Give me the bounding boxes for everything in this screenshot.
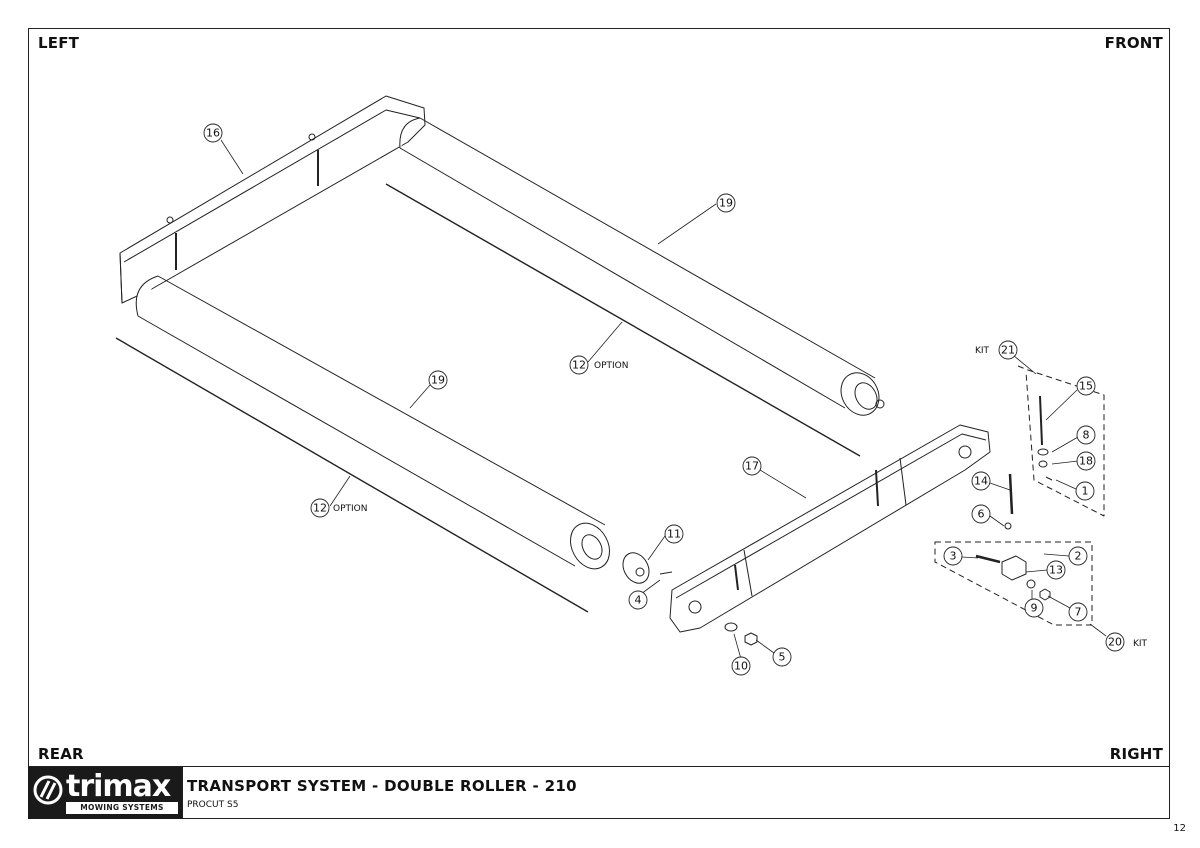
callout-5: 5 <box>772 647 792 667</box>
svg-text:13: 13 <box>1049 564 1063 577</box>
kit-21-boundary <box>1017 365 1105 517</box>
trimax-logo: trimax MOWING SYSTEMS <box>28 767 182 819</box>
svg-text:6: 6 <box>978 508 985 521</box>
svg-text:8: 8 <box>1083 429 1090 442</box>
svg-text:14: 14 <box>974 475 988 488</box>
kit-note-21: KIT <box>975 346 990 356</box>
callout-12-upper: 12 <box>569 355 589 375</box>
svg-text:12: 12 <box>313 502 327 515</box>
trimax-logo-icon <box>33 775 63 805</box>
page-number: 12 <box>1173 823 1186 834</box>
left-frame-plate <box>119 95 426 304</box>
callout-12-lower: 12 <box>310 498 330 518</box>
svg-text:12: 12 <box>572 359 586 372</box>
drawing-title: TRANSPORT SYSTEM - DOUBLE ROLLER - 210 <box>187 777 577 795</box>
callout-6: 6 <box>971 504 991 524</box>
callout-15: 15 <box>1076 376 1096 396</box>
kit-note-20: KIT <box>1133 639 1148 649</box>
callout-19-upper: 19 <box>716 193 736 213</box>
svg-text:7: 7 <box>1075 606 1082 619</box>
corner-label-left: LEFT <box>38 34 80 52</box>
callout-18: 18 <box>1076 451 1096 471</box>
callout-4: 4 <box>628 590 648 610</box>
callout-19-lower: 19 <box>428 370 448 390</box>
callout-3: 3 <box>943 546 963 566</box>
corner-label-rear: REAR <box>38 745 84 763</box>
kit-20-boundary <box>934 541 1093 626</box>
callout-11: 11 <box>664 524 684 544</box>
callout-7: 7 <box>1068 602 1088 622</box>
svg-text:19: 19 <box>431 374 445 387</box>
roller-lower <box>135 275 610 570</box>
right-frame-plate <box>669 424 991 633</box>
logo-wordmark: trimax <box>66 769 171 804</box>
drawing-frame <box>28 28 1170 819</box>
callout-16: 16 <box>203 123 223 143</box>
svg-text:5: 5 <box>779 651 786 664</box>
svg-text:15: 15 <box>1079 380 1093 393</box>
corner-label-front: FRONT <box>1104 34 1163 52</box>
option-note-upper: OPTION <box>594 361 628 371</box>
svg-text:20: 20 <box>1108 636 1122 649</box>
svg-text:3: 3 <box>950 550 957 563</box>
washer-10 <box>724 622 738 632</box>
svg-text:10: 10 <box>734 660 748 673</box>
callout-9: 9 <box>1024 598 1044 618</box>
callout-17: 17 <box>742 456 762 476</box>
title-block: trimax MOWING SYSTEMS TRANSPORT SYSTEM -… <box>28 766 1170 819</box>
kit-20-parts <box>975 522 1051 601</box>
title-cell: TRANSPORT SYSTEM - DOUBLE ROLLER - 210 P… <box>182 767 1170 819</box>
svg-text:18: 18 <box>1079 455 1093 468</box>
svg-text:4: 4 <box>635 594 642 607</box>
svg-text:9: 9 <box>1031 602 1038 615</box>
svg-text:17: 17 <box>745 460 759 473</box>
svg-text:19: 19 <box>719 197 733 210</box>
hub-assembly <box>622 552 673 584</box>
leader-lines <box>220 139 1107 660</box>
callout-20: 20 <box>1105 632 1125 652</box>
rod-lower <box>115 337 589 613</box>
kit-21-parts <box>1008 395 1053 515</box>
logo-tagline: MOWING SYSTEMS <box>66 802 178 814</box>
svg-text:2: 2 <box>1075 550 1082 563</box>
callout-21: 21 <box>998 340 1018 360</box>
callout-8: 8 <box>1076 425 1096 445</box>
callout-10: 10 <box>731 656 751 676</box>
rod-upper <box>385 183 861 457</box>
nut-5 <box>744 632 758 646</box>
callout-1: 1 <box>1075 481 1095 501</box>
model-name: PROCUT S5 <box>187 800 239 810</box>
callout-13: 13 <box>1046 560 1066 580</box>
option-note-lower: OPTION <box>333 504 367 514</box>
corner-label-right: RIGHT <box>1109 745 1163 763</box>
roller-upper <box>399 117 885 416</box>
svg-text:16: 16 <box>206 127 220 140</box>
svg-text:21: 21 <box>1001 344 1015 357</box>
svg-text:11: 11 <box>667 528 681 541</box>
svg-text:1: 1 <box>1082 485 1089 498</box>
callout-14: 14 <box>971 471 991 491</box>
callout-2: 2 <box>1068 546 1088 566</box>
